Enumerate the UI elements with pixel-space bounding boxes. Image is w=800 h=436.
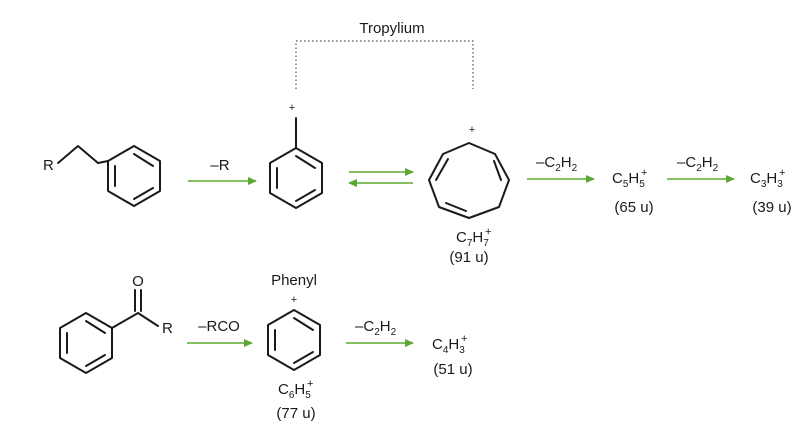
ion-c7h7-charge: + (485, 226, 491, 238)
tropylium-label: Tropylium (359, 20, 424, 37)
r-group-label: R (43, 157, 54, 174)
step-minus-c2h2-2: –C2H2 (677, 154, 719, 174)
phenyl-plus: + (291, 294, 297, 306)
tropylium-dotted-bracket (295, 40, 474, 89)
benzyl-plus: + (289, 102, 295, 114)
ion-c5h5-mass: (65 u) (614, 199, 653, 216)
ion-c5h5-charge: + (641, 167, 647, 179)
ion-c3h3-formula: C3H3 (750, 170, 783, 190)
r-ketone-label: R (162, 320, 173, 337)
ion-c6h5-formula: C6H5 (278, 381, 311, 401)
ion-c6h5-charge: + (307, 378, 313, 390)
step-minus-r: –R (210, 157, 229, 174)
tropylium-plus: + (469, 124, 475, 136)
phenyl-ketone-molecule: O R (59, 273, 173, 374)
benzyl-cation: + (269, 102, 323, 209)
phenyl-cation: + (267, 294, 321, 371)
ion-c7h7-mass: (91 u) (449, 249, 488, 266)
step-minus-c2h2-1: –C2H2 (536, 154, 578, 174)
step-minus-rco: –RCO (198, 318, 240, 335)
phenyl-label: Phenyl (271, 272, 317, 289)
ion-c4h3-charge: + (461, 333, 467, 345)
ion-c3h3-charge: + (779, 167, 785, 179)
oxygen-label: O (132, 273, 144, 290)
ion-c5h5-formula: C5H5 (612, 170, 645, 190)
ion-c6h5-mass: (77 u) (276, 405, 315, 422)
ion-c4h3-mass: (51 u) (433, 361, 472, 378)
ion-c7h7-formula: C7H7 (456, 229, 489, 249)
ion-c3h3-mass: (39 u) (752, 199, 791, 216)
benzyl-r-molecule: R (43, 145, 161, 207)
step-minus-c2h2-3: –C2H2 (355, 318, 397, 338)
ion-c4h3-formula: C4H3 (432, 336, 465, 356)
tropylium-ring: + (428, 124, 510, 219)
